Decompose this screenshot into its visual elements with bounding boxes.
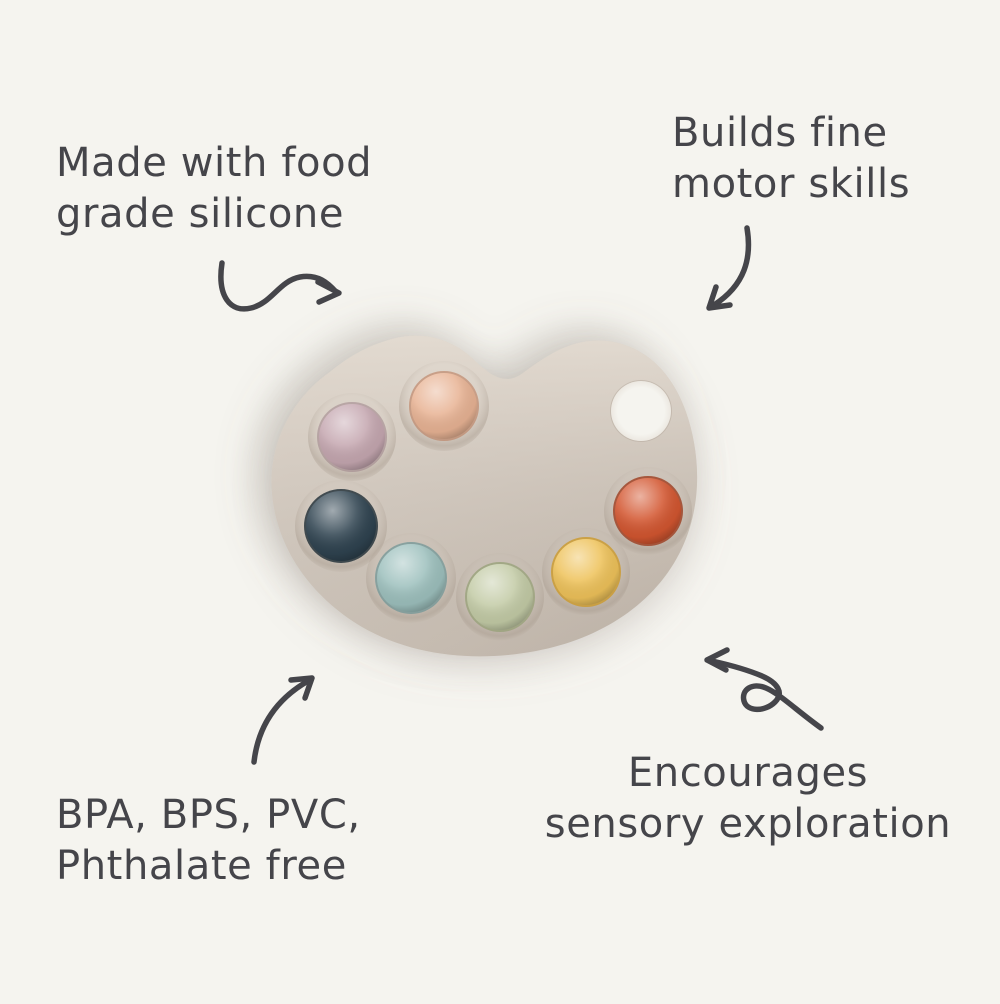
annotation-bpa-free: BPA, BPS, PVC, Phthalate free	[56, 792, 361, 890]
popper-peach[interactable]	[399, 361, 489, 451]
popper-olive[interactable]	[456, 553, 544, 641]
annotation-sensory-exploration: Encourages sensory exploration	[544, 750, 952, 848]
popper-navy[interactable]	[295, 480, 387, 572]
popper-group	[295, 361, 692, 641]
popper-yellow[interactable]	[542, 528, 630, 616]
popper-terracotta[interactable]	[604, 467, 692, 555]
popper-mauve[interactable]	[308, 393, 396, 481]
thumb-hole	[610, 380, 672, 442]
popper-sage-blue[interactable]	[366, 533, 456, 623]
annotation-food-grade: Made with food grade silicone	[56, 140, 373, 238]
annotation-motor-skills: Builds fine motor skills	[672, 110, 911, 208]
